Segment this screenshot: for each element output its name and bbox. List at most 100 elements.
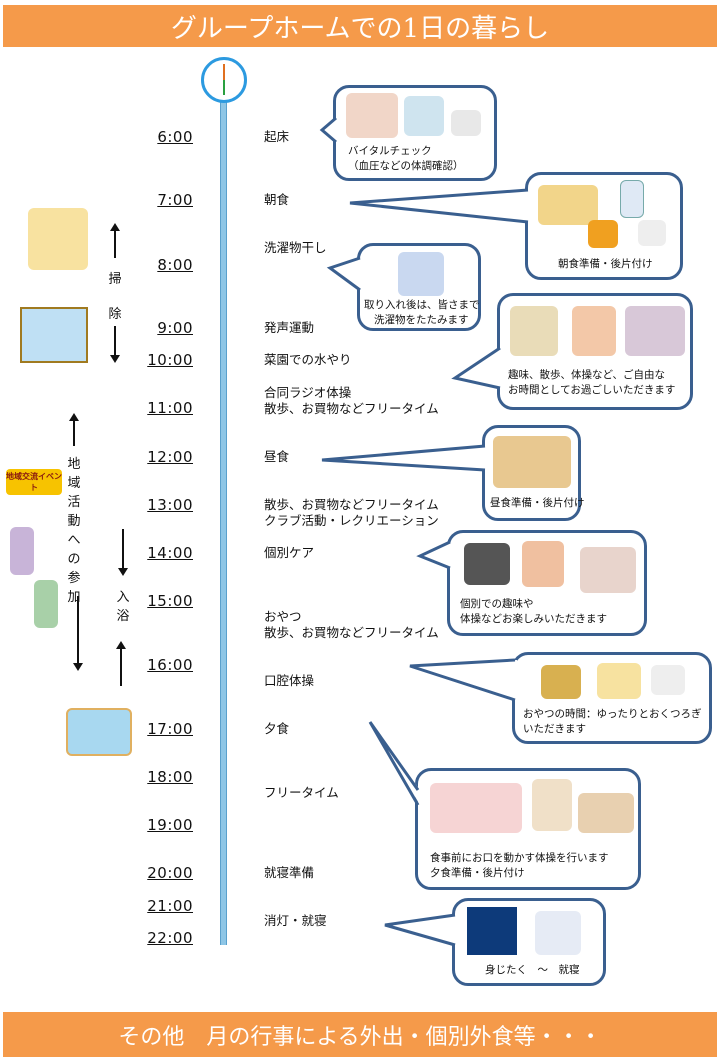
time-label: 7:00 — [157, 191, 193, 209]
bubble-free-time: 趣味、散歩、体操など、ご自由なお時間としてお過ごしいただきます — [497, 293, 693, 410]
activity-label: 散歩、お買物などフリータイム — [264, 497, 439, 512]
thermometer-icon — [451, 110, 481, 136]
dinner-icon — [578, 793, 634, 833]
activity-label: 朝食 — [264, 192, 290, 207]
bubble-snack: おやつの時間：ゆったりとおくつろぎいただきます — [512, 652, 712, 744]
exercise-icon — [625, 306, 685, 356]
page-title: グループホームでの1日の暮らし — [170, 13, 550, 44]
cooking-icon — [532, 779, 572, 831]
bubble-text: 洗濯物をたたみます — [374, 314, 469, 326]
bubble-lunch: 昼食準備・後片付け — [482, 425, 585, 521]
toaster-icon — [588, 220, 618, 248]
time-label: 11:00 — [147, 399, 193, 417]
cake-icon — [597, 663, 641, 699]
activity-label: 起床 — [264, 129, 290, 144]
bubble-text: 昼食準備・後片付け — [490, 497, 585, 509]
time-label: 12:00 — [147, 448, 193, 466]
activity-label: クラブ活動・レクリエーション — [264, 513, 439, 528]
activity-label: 洗濯物干し — [264, 240, 327, 255]
arrow-up-icon — [116, 641, 126, 686]
bubble-text: 体操などお楽しみいただきます — [460, 613, 607, 625]
community-activity-label: 地域活動への参加 — [67, 457, 81, 605]
bubble-text: 個別での趣味や — [460, 598, 534, 610]
calligraphy-icon — [464, 543, 510, 585]
bubble-text: （血圧などの体調確認） — [348, 160, 464, 172]
shopping-icon — [572, 306, 616, 356]
bathing-assist-icon — [66, 708, 132, 756]
lunch-icon — [493, 436, 571, 488]
activity-label: 散歩、お買物などフリータイム — [264, 625, 439, 640]
bubble-text: 取り入れ後は、皆さまで — [364, 299, 480, 311]
tea-icon — [651, 665, 685, 695]
activity-label: 夕食 — [264, 721, 290, 736]
arrow-down-icon — [110, 326, 120, 363]
bubble-individual-care: 個別での趣味や体操などお楽しみいただきます — [447, 530, 647, 636]
time-label: 16:00 — [147, 656, 193, 674]
milk-icon — [620, 180, 644, 218]
bubble-breakfast: 朝食準備・後片付け — [525, 172, 683, 280]
breakfast-icon — [538, 185, 598, 225]
bubble-text: 身じたく ～ 就寝 — [485, 964, 580, 976]
bubble-text: お時間としてお過ごしいただきます — [508, 384, 676, 396]
activity-label: 菜園での水やり — [264, 352, 352, 367]
activity-label: 口腔体操 — [264, 673, 315, 688]
ukulele-player-icon — [10, 527, 34, 575]
activity-label: 合同ラジオ体操 — [264, 385, 352, 400]
arrow-up-icon — [110, 223, 120, 258]
time-label: 18:00 — [147, 768, 193, 786]
blood-pressure-icon — [404, 96, 444, 136]
footer-banner: その他 月の行事による外出・個別外食等・・・ — [3, 1012, 717, 1057]
header-banner: グループホームでの1日の暮らし — [3, 5, 717, 47]
bubble-text: 趣味、散歩、体操など、ご自由な — [508, 369, 665, 381]
bath-label-1: 入 — [116, 590, 130, 605]
time-label: 6:00 — [157, 128, 193, 146]
gardening-icon — [510, 306, 558, 356]
bubble-text: 夕食準備・後片付け — [430, 867, 525, 879]
activity-label: フリータイム — [264, 785, 339, 800]
time-label: 22:00 — [147, 929, 193, 947]
group-exercise-icon — [580, 547, 636, 593]
activity-label: 昼食 — [264, 449, 290, 464]
event-badge-text: 地域交流イベント — [6, 472, 62, 492]
laundry-icon — [398, 252, 444, 296]
ukulele-player-icon — [34, 580, 58, 628]
cleaning-label-2: 除 — [108, 307, 122, 322]
cleaning-label-1: 掃 — [108, 272, 122, 287]
activity-label: 消灯・就寝 — [264, 913, 327, 928]
time-label: 8:00 — [157, 256, 193, 274]
bubble-text: 朝食準備・後片付け — [558, 258, 653, 270]
clock-icon — [201, 57, 247, 103]
footer-text: その他 月の行事による外出・個別外食等・・・ — [118, 1024, 602, 1050]
time-label: 14:00 — [147, 544, 193, 562]
activity-label: 発声運動 — [264, 320, 315, 335]
time-label: 13:00 — [147, 496, 193, 514]
activity-label: 散歩、お買物などフリータイム — [264, 401, 439, 416]
time-label: 10:00 — [147, 351, 193, 369]
bubble-text: いただきます — [523, 723, 586, 735]
time-label: 9:00 — [157, 319, 193, 337]
time-label: 21:00 — [147, 897, 193, 915]
coffee-icon — [638, 220, 666, 246]
bubble-bedtime: 身じたく ～ 就寝 — [452, 898, 606, 986]
bubble-text: バイタルチェック — [348, 145, 432, 157]
arrow-down-icon — [73, 596, 83, 671]
bubble-mouth-exercise: 食事前にお口を動かす体操を行います夕食準備・後片付け — [415, 768, 641, 890]
caregiver-elder-icon — [346, 93, 398, 138]
activity-label: おやつ — [264, 609, 302, 624]
duster-icon — [28, 208, 88, 270]
activity-label: 就寝準備 — [264, 865, 315, 880]
window-cleaning-icon — [20, 307, 88, 363]
bubble-text: おやつの時間：ゆったりとおくつろぎ — [523, 708, 702, 720]
bubble-text: 食事前にお口を動かす体操を行います — [430, 852, 609, 864]
fruit-basket-icon — [541, 665, 581, 699]
time-label: 19:00 — [147, 816, 193, 834]
event-badge: 地域交流イベント — [6, 469, 62, 495]
time-label: 15:00 — [147, 592, 193, 610]
bubble-vital-check: バイタルチェック （血圧などの体調確認） — [333, 85, 497, 181]
time-label: 17:00 — [147, 720, 193, 738]
time-label: 20:00 — [147, 864, 193, 882]
flower-arranging-icon — [522, 541, 564, 587]
mouth-exercise-icon — [430, 783, 522, 833]
bath-label-2: 浴 — [116, 609, 130, 624]
